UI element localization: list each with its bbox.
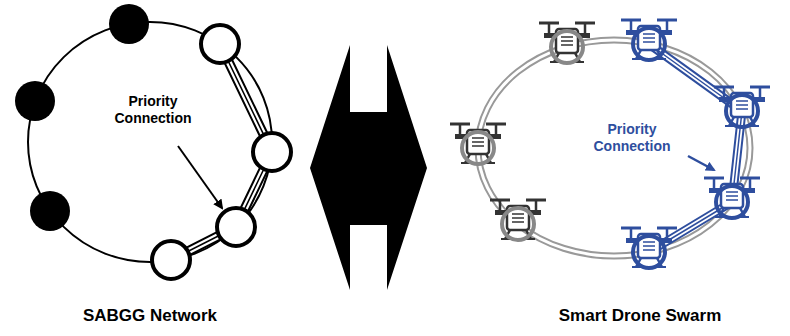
panel-caption: Smart Drone Swarm xyxy=(510,306,770,326)
panel-caption: SABGG Network xyxy=(30,306,270,326)
callout-label: Priority Connection xyxy=(103,93,203,127)
callout-label: Priority Connection xyxy=(582,121,682,155)
